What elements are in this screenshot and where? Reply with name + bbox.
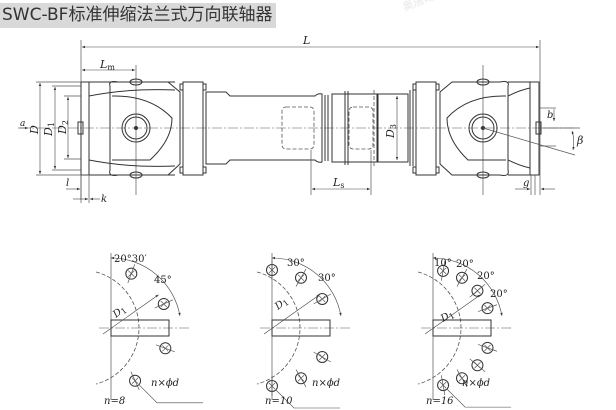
D2-label: D2: [56, 120, 70, 135]
hole-spec-leader: [275, 389, 340, 409]
hole-radial-line: [440, 260, 446, 281]
right-flange: [529, 81, 540, 176]
hole-radial-line: [313, 293, 332, 305]
angle-dimension-arc: [432, 256, 503, 316]
bolt-hole: [129, 374, 142, 387]
hole-radial-line: [477, 344, 498, 352]
bolt-hole: [471, 284, 484, 297]
n-count-label: n=10: [265, 396, 293, 407]
bolt-hole: [295, 271, 307, 284]
D1-label: D1: [110, 304, 129, 322]
n-count-label: n=8: [104, 396, 125, 407]
page-title: SWC-BF标准伸缩法兰式万向联轴器: [0, 3, 277, 28]
bolt-hole: [456, 271, 468, 284]
g-label: g: [523, 178, 529, 189]
D1-label: D1: [42, 122, 56, 137]
angle-label: 20°: [490, 289, 508, 300]
bolt-hole: [316, 351, 329, 363]
hole-radial-line: [440, 375, 446, 396]
bolt-hole: [125, 267, 138, 280]
n-count-label: n=16: [426, 396, 454, 407]
hole-spec-label: n×ϕd: [462, 378, 490, 389]
D1-radius-line: [424, 294, 481, 335]
hole-radial-line: [130, 371, 140, 391]
D1-radius-line: [263, 294, 320, 335]
flange-view-n8: 20°30′ 45° D1 n×ϕd n=8: [104, 254, 179, 407]
hole-radial-line: [456, 369, 468, 388]
hole-radial-line: [469, 284, 486, 298]
left-middle-flange: [182, 81, 204, 176]
left-key: [77, 121, 84, 135]
l-label: l: [66, 178, 69, 189]
bolt-hole: [456, 372, 468, 385]
bolt-hole: [471, 359, 484, 372]
beta-angle-line: [482, 127, 576, 156]
hole-radial-line: [295, 369, 307, 388]
angle-label: 20°: [477, 271, 495, 282]
angle-label: 20°: [456, 259, 474, 270]
flange-view-n16: 10° 20° 20° 20° D1 n×ϕd n=16: [426, 258, 508, 407]
left-flange: [80, 81, 90, 176]
angle-label: 45°: [154, 275, 172, 286]
angle-label: 30°: [287, 258, 305, 269]
spline-sleeve: [331, 93, 378, 163]
flange-hole-patterns: [95, 253, 513, 409]
angle-label: 20°30′: [114, 254, 147, 265]
hole-radial-line: [155, 344, 175, 353]
inner-shaft: [377, 93, 409, 163]
hole-radial-line: [456, 268, 468, 287]
D1-radius-line: [102, 294, 159, 335]
D3-label: D3: [384, 124, 398, 139]
bolt-hole: [157, 297, 170, 310]
k-label: k: [101, 194, 107, 205]
angle-label: 10°: [434, 258, 452, 269]
hole-spec-label: n×ϕd: [151, 378, 179, 389]
a-label: a: [20, 119, 25, 129]
left-yoke: [109, 81, 181, 176]
D1-label: D1: [438, 309, 456, 326]
bolt-hole: [481, 341, 494, 354]
right-yoke: [439, 81, 509, 176]
hole-radial-line: [127, 264, 136, 284]
bolt-hole: [437, 379, 450, 392]
Ls-label: Ls: [332, 176, 344, 190]
right-cross-bearing: [468, 113, 498, 143]
right-middle-flange: [415, 81, 437, 176]
Lm-label: Lm: [99, 58, 115, 72]
main-view: L Lm: [18, 34, 583, 205]
flange-view-n10: 30° 30° D1 n×ϕd n=10: [265, 258, 340, 407]
angle-dimension-arc: [271, 256, 342, 316]
D-label: D: [28, 125, 41, 135]
bolt-hole: [437, 264, 450, 277]
hole-radial-line: [295, 268, 307, 287]
hole-spec-leader: [446, 388, 512, 408]
angle-dimension-arc: [110, 256, 181, 316]
bolt-hole: [316, 293, 329, 305]
angle-label: 30°: [318, 273, 336, 284]
bolt-hole: [481, 302, 494, 315]
b-label: b: [547, 110, 553, 121]
beta-label: β: [576, 134, 583, 147]
hole-spec-leader: [138, 384, 204, 404]
left-cross-bearing: [121, 113, 151, 143]
hole-radial-line: [313, 351, 332, 363]
hole-radial-line: [477, 304, 498, 312]
hole-spec-label: n×ϕd: [312, 378, 340, 389]
hole-radial-line: [154, 299, 174, 309]
bolt-hole: [295, 372, 307, 385]
L-label: L: [302, 34, 310, 47]
hole-radial-line: [469, 358, 486, 372]
bolt-hole: [159, 342, 172, 355]
D1-label: D1: [272, 296, 291, 314]
